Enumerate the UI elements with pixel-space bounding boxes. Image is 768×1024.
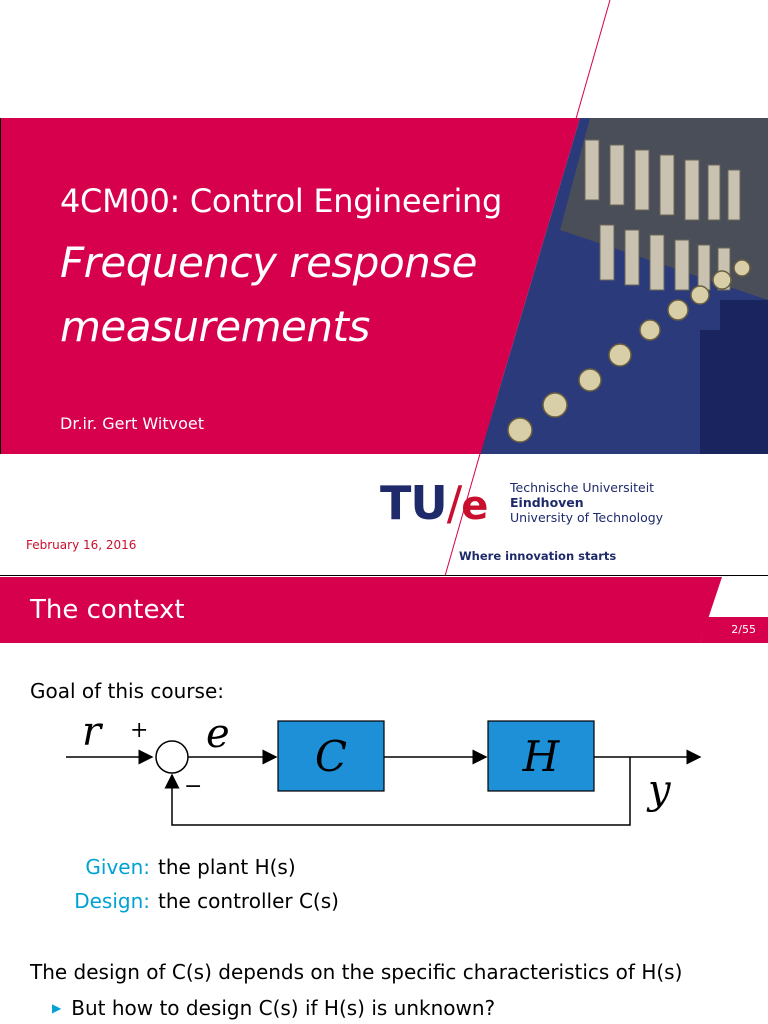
controller-label: C: [315, 732, 347, 781]
design-row: Design: the controller C(s): [60, 889, 339, 913]
page-number: 2/55: [731, 623, 756, 636]
bullet-text: But how to design C(s) if H(s) is unknow…: [71, 996, 496, 1020]
plus-sign: +: [130, 718, 148, 743]
university-line-1: Technische Universiteit: [510, 480, 655, 495]
given-text: the plant H(s): [158, 855, 296, 879]
error-label: e: [206, 711, 230, 757]
plant-block: [487, 720, 595, 792]
lecture-title-line-1: Frequency response: [60, 238, 478, 287]
hardware-photo: [0, 0, 768, 575]
minus-sign: −: [184, 774, 202, 799]
course-title: 4CM00: Control Engineering: [60, 182, 503, 220]
design-text: the controller C(s): [158, 889, 339, 913]
given-label: Given:: [85, 855, 150, 879]
bullet-item: ▶ But how to design C(s) if H(s) is unkno…: [52, 996, 495, 1020]
logo-tu: TU: [380, 476, 448, 530]
logo-e: e: [461, 483, 488, 529]
goal-text: Goal of this course:: [30, 679, 224, 703]
given-row: Given: the plant H(s): [60, 855, 296, 879]
university-name: Technische Universiteit Eindhoven Univer…: [510, 480, 663, 525]
university-line-3: University of Technology: [510, 510, 664, 525]
lecture-title-line-2: measurements: [60, 302, 370, 351]
design-statement: The design of C(s) depends on the specif…: [30, 960, 683, 984]
university-line-2: Eindhoven: [510, 495, 584, 510]
reference-label: r: [82, 709, 104, 755]
title-slide: 4CM00: Control Engineering Frequency res…: [0, 0, 768, 576]
tue-logo: TU/e: [380, 476, 488, 530]
slide-title: The context: [30, 595, 185, 625]
author: Dr.ir. Gert Witvoet: [60, 414, 204, 433]
tagline: Where innovation starts: [459, 549, 617, 563]
controller-block: [277, 720, 385, 792]
lecture-date: February 16, 2016: [26, 538, 137, 552]
slide-header-bar: [0, 577, 768, 643]
bullet-triangle-icon: ▶: [52, 1001, 62, 1015]
design-label: Design:: [74, 889, 150, 913]
context-slide: The context 2/55 Goal of this course: r …: [0, 577, 768, 1024]
feedback-block-diagram: r + − e C H y: [66, 709, 702, 826]
output-label: y: [646, 767, 672, 813]
summing-junction: [155, 740, 189, 774]
plant-label: H: [522, 732, 561, 781]
